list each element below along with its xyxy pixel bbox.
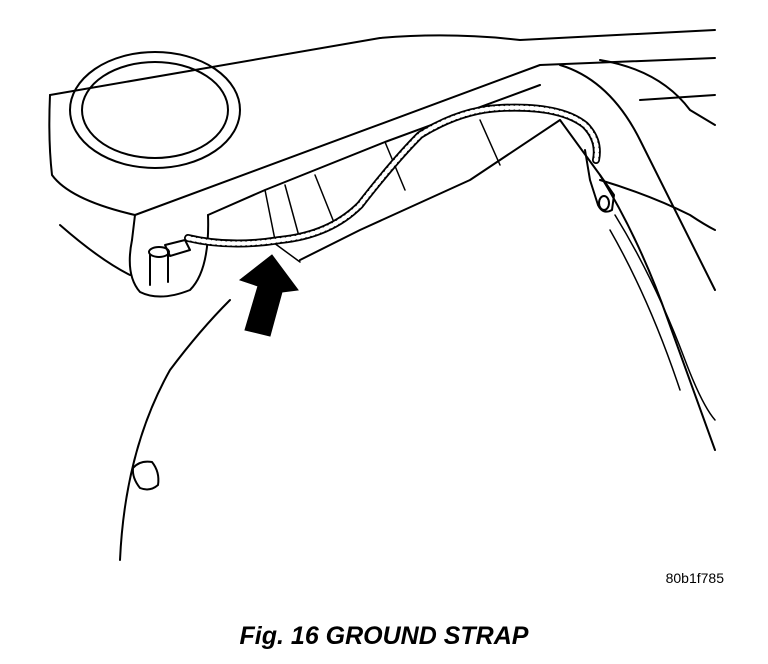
pointer-arrow	[238, 254, 299, 337]
ground-strap-cable	[184, 103, 601, 248]
circular-port-ring	[69, 51, 241, 169]
wheel-well-curve	[119, 299, 231, 561]
figure-caption: Fig. 16 GROUND STRAP	[239, 622, 529, 650]
right-strap-fastener	[584, 149, 615, 213]
top-cover-panel	[48, 29, 716, 276]
ground-strap-illustration	[48, 29, 716, 561]
figure-reference-code: 80b1f785	[665, 570, 724, 586]
right-body-structure	[559, 59, 716, 451]
left-mounting-tab	[128, 214, 210, 298]
